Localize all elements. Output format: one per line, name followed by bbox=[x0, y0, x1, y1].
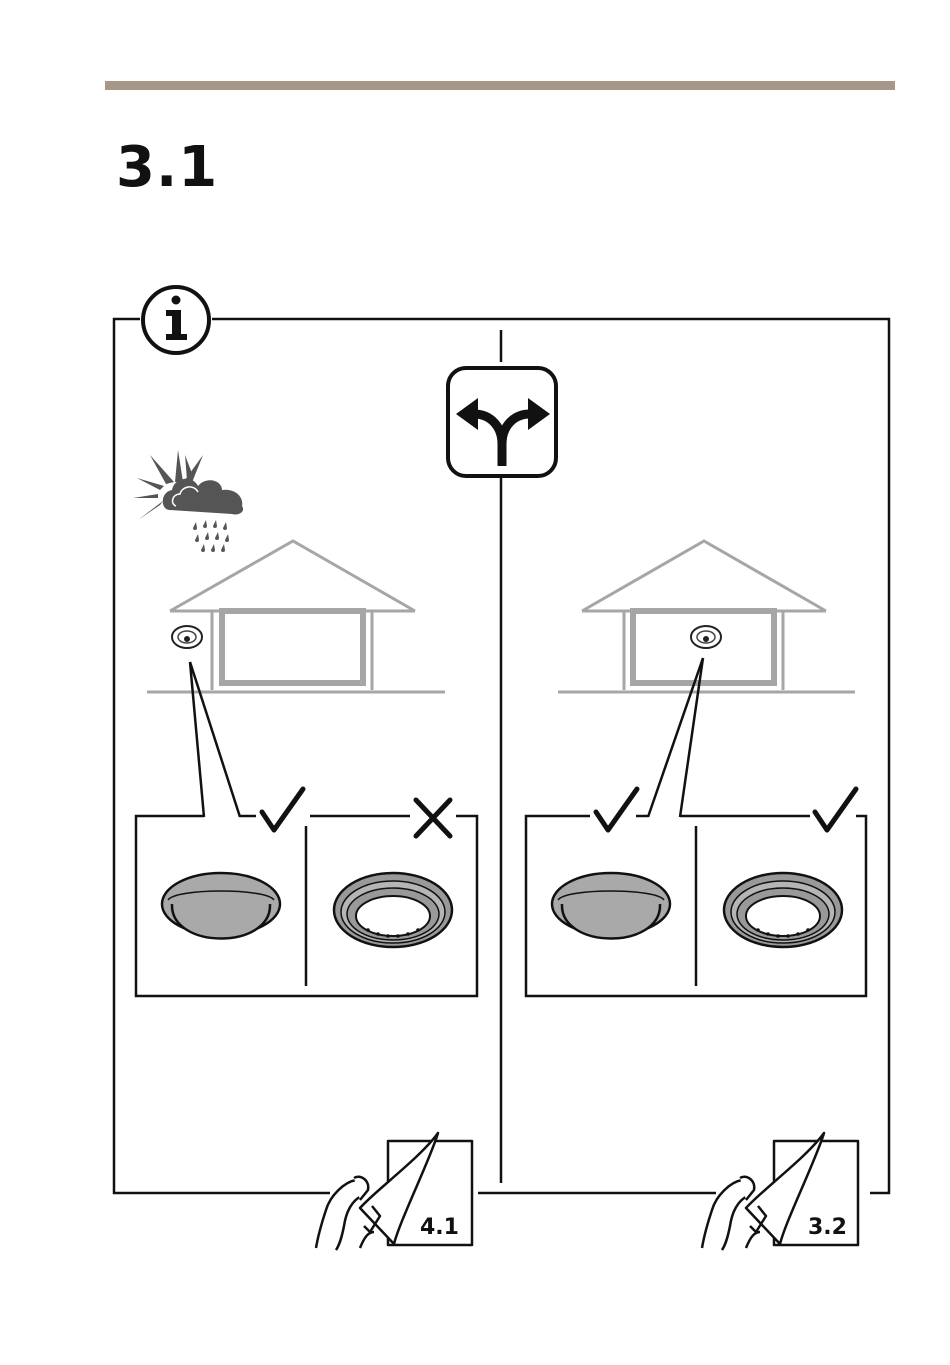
cross-icon bbox=[416, 800, 450, 836]
sun-cloud-rain-icon bbox=[133, 450, 243, 552]
recessed-ring-left bbox=[334, 873, 452, 947]
goto-page-left[interactable]: 4.1 bbox=[316, 1133, 472, 1250]
recessed-ring-right bbox=[724, 873, 842, 947]
mount-panel-left bbox=[136, 789, 477, 996]
house-icon-right bbox=[558, 541, 855, 692]
dome-camera-icon-right bbox=[691, 626, 721, 648]
dome-camera-icon bbox=[172, 626, 202, 648]
branch-arrows-icon bbox=[448, 368, 556, 476]
check-icon-right-recessed bbox=[815, 789, 856, 830]
flush-dome-right bbox=[552, 873, 670, 939]
mount-panel-right bbox=[526, 789, 866, 996]
goto-page-right[interactable]: 3.2 bbox=[702, 1133, 858, 1250]
check-icon bbox=[262, 789, 303, 830]
goto-page-label-right: 3.2 bbox=[808, 1215, 847, 1240]
flush-dome-left bbox=[162, 873, 280, 939]
check-icon-right-flush bbox=[596, 789, 637, 830]
info-icon bbox=[143, 287, 209, 353]
goto-page-label: 4.1 bbox=[420, 1215, 459, 1240]
